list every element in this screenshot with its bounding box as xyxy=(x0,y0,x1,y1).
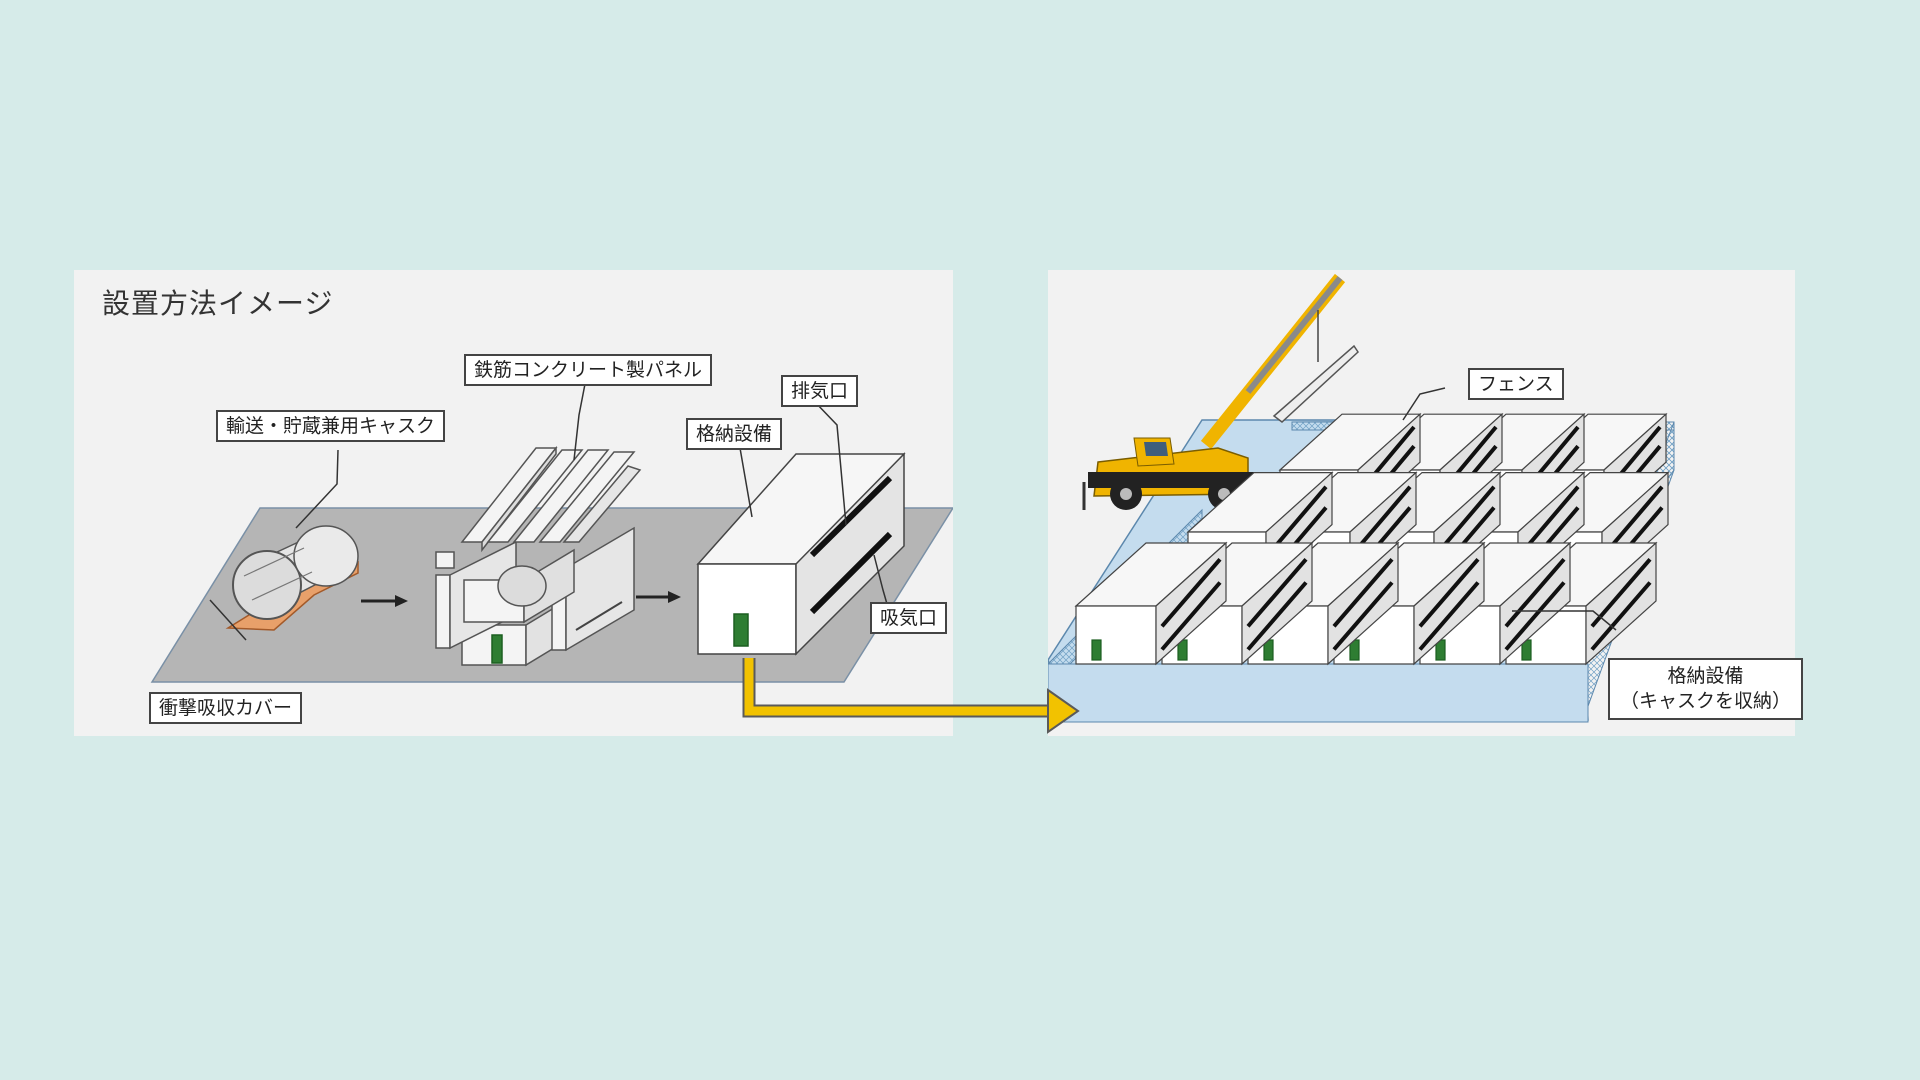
lifted-panel xyxy=(1272,344,1359,423)
storage-module xyxy=(1074,541,1228,666)
label-storage-facility-line1: 格納設備 xyxy=(1667,665,1744,687)
module-grid xyxy=(1074,412,1670,666)
fence-front xyxy=(1048,663,1589,723)
label-cask: 輸送・貯蔵兼用キャスク xyxy=(216,410,446,442)
arrow-right-icon xyxy=(636,591,681,603)
leader-lines xyxy=(209,383,890,641)
label-concrete-panel: 鉄筋コンクリート製パネル xyxy=(464,354,713,386)
cask-icon xyxy=(232,525,359,620)
label-storage: 格納設備 xyxy=(686,418,783,450)
label-storage-facility-line2: （キャスクを収納） xyxy=(1620,690,1792,712)
page-title: 設置方法イメージ xyxy=(102,287,334,320)
installation-illustration xyxy=(150,383,953,683)
installation-method-panel: 設置方法イメージ 鉄筋コンクリート製パネル 輸送・貯蔵兼用キャスク 排気口 格納… xyxy=(74,270,953,736)
label-exhaust: 排気口 xyxy=(781,375,859,407)
arrow-right-icon xyxy=(361,595,408,607)
label-fence: フェンス xyxy=(1468,368,1564,400)
storage-site-illustration xyxy=(1048,273,1675,723)
label-cover: 衝撃吸収カバー xyxy=(149,692,303,724)
mobile-crane-icon xyxy=(1082,273,1346,510)
concrete-panel-assembly xyxy=(435,445,642,667)
label-intake: 吸気口 xyxy=(870,602,948,634)
label-storage-facility: 格納設備 （キャスクを収納） xyxy=(1608,658,1804,720)
leader-lines xyxy=(1402,387,1617,631)
storage-module-icon xyxy=(696,452,906,656)
storage-site-panel: フェンス 格納設備 （キャスクを収納） xyxy=(1048,270,1804,736)
